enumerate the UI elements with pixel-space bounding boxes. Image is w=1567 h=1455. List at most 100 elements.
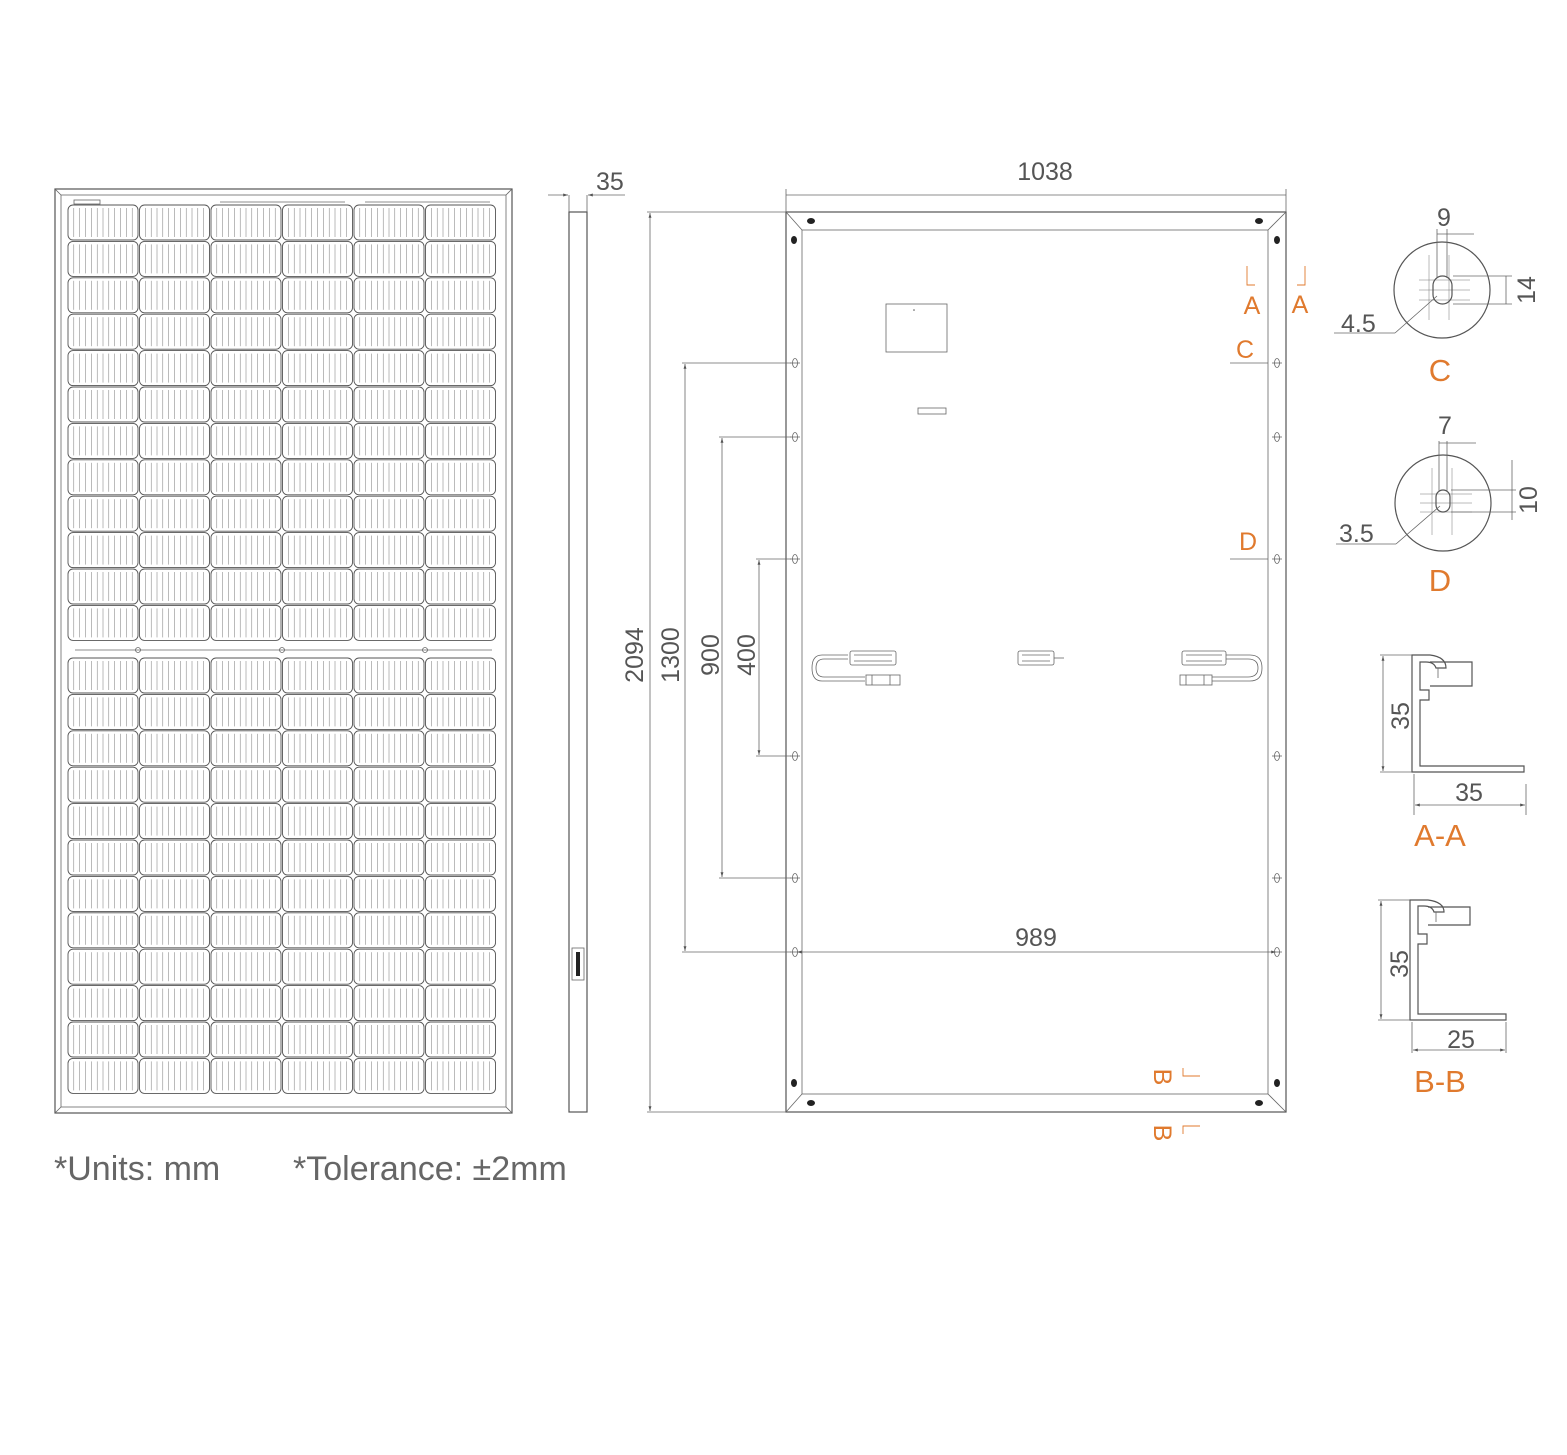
- solar-cell: [282, 875, 353, 912]
- solar-cell: [139, 422, 210, 459]
- solar-cell: [210, 1021, 282, 1058]
- detail-c: 9 14 4.5 C: [1334, 204, 1541, 388]
- solar-cell: [67, 532, 139, 569]
- solar-cell: [139, 1021, 210, 1058]
- solar-cell: [210, 657, 282, 694]
- drain-holes: [791, 218, 1280, 1106]
- solar-cell: [353, 803, 425, 840]
- solar-cell: [425, 313, 496, 350]
- solar-cell: [282, 730, 353, 767]
- mounting-holes: [790, 358, 1282, 957]
- solar-cell: [210, 204, 282, 241]
- solar-cell: [425, 240, 496, 277]
- c-diameter-label: 4.5: [1341, 310, 1376, 338]
- solar-cell: [139, 875, 210, 912]
- solar-cell: [353, 766, 425, 803]
- solar-cell: [67, 277, 139, 314]
- solar-cell: [353, 532, 425, 569]
- aa-width-label: 35: [1455, 779, 1483, 807]
- solar-cell: [67, 422, 139, 459]
- section-d-mark: D: [1239, 528, 1257, 556]
- solar-cell: [353, 277, 425, 314]
- detail-c-label: C: [1429, 353, 1451, 388]
- solar-cell: [139, 693, 210, 730]
- solar-cell: [425, 657, 496, 694]
- barcode-sticker: [917, 407, 947, 415]
- solar-cell: [139, 277, 210, 314]
- solar-cell: [282, 240, 353, 277]
- solar-cell: [67, 1057, 139, 1094]
- solar-cell: [210, 803, 282, 840]
- solar-cell: [139, 204, 210, 241]
- solar-cell: [210, 459, 282, 496]
- solar-cell: [139, 459, 210, 496]
- units-note: *Units: mm: [54, 1150, 220, 1188]
- solar-cell: [282, 766, 353, 803]
- solar-cell: [210, 839, 282, 876]
- solar-cell: [210, 912, 282, 949]
- solar-cell: [210, 350, 282, 387]
- solar-cell: [67, 240, 139, 277]
- detail-d: 7 10 3.5 D: [1336, 412, 1543, 598]
- solar-cell: [139, 386, 210, 423]
- detail-d-label: D: [1429, 563, 1451, 598]
- solar-cell: [353, 730, 425, 767]
- solar-cell: [425, 1057, 496, 1094]
- solar-cell: [282, 386, 353, 423]
- solar-cell: [139, 948, 210, 985]
- solar-cell: [425, 985, 496, 1022]
- solar-cell: [282, 350, 353, 387]
- tolerance-note: *Tolerance: ±2mm: [293, 1150, 567, 1188]
- solar-cell: [139, 568, 210, 605]
- solar-cell: [139, 313, 210, 350]
- solar-cell: [67, 693, 139, 730]
- solar-cell: [210, 386, 282, 423]
- solar-cell: [210, 240, 282, 277]
- back-frame-outer: [785, 211, 1287, 1113]
- solar-cell: [425, 875, 496, 912]
- section-markers: A A C D B B: [1148, 266, 1309, 1141]
- solar-cell: [425, 350, 496, 387]
- solar-cell: [282, 1021, 353, 1058]
- solar-cell: [353, 875, 425, 912]
- back-label: [885, 303, 948, 353]
- solar-cell: [425, 277, 496, 314]
- solar-cell: [425, 532, 496, 569]
- bb-height-label: 35: [1386, 950, 1414, 978]
- solar-cell: [67, 803, 139, 840]
- thickness-label: 35: [596, 168, 624, 196]
- solar-cell: [210, 532, 282, 569]
- solar-cell: [210, 875, 282, 912]
- solar-cell: [67, 766, 139, 803]
- solar-cell: [67, 985, 139, 1022]
- solar-cell: [210, 422, 282, 459]
- solar-cell: [425, 912, 496, 949]
- solar-cell: [282, 459, 353, 496]
- section-aa-label: A-A: [1414, 818, 1466, 853]
- solar-cell: [67, 730, 139, 767]
- solar-cell: [139, 766, 210, 803]
- side-label-slot: [571, 947, 585, 981]
- solar-cell: [425, 803, 496, 840]
- solar-cell: [139, 495, 210, 532]
- solar-cell: [139, 985, 210, 1022]
- solar-cell: [425, 766, 496, 803]
- solar-cell: [353, 604, 425, 641]
- solar-cell: [282, 1057, 353, 1094]
- length-dim-label: 2094: [621, 627, 649, 683]
- solar-cell: [425, 1021, 496, 1058]
- solar-cell: [210, 693, 282, 730]
- solar-cell: [210, 277, 282, 314]
- solar-cell: [425, 386, 496, 423]
- front-frame-outer: [54, 188, 513, 1114]
- mount-width-label: 989: [1015, 924, 1057, 952]
- solar-cell: [282, 204, 353, 241]
- solar-cell: [353, 204, 425, 241]
- section-b-bottom: B: [1148, 1125, 1176, 1142]
- solar-cell: [210, 985, 282, 1022]
- solar-cell: [425, 204, 496, 241]
- solar-cell: [67, 350, 139, 387]
- solar-cell-grid: [67, 204, 496, 1094]
- solar-cell: [425, 948, 496, 985]
